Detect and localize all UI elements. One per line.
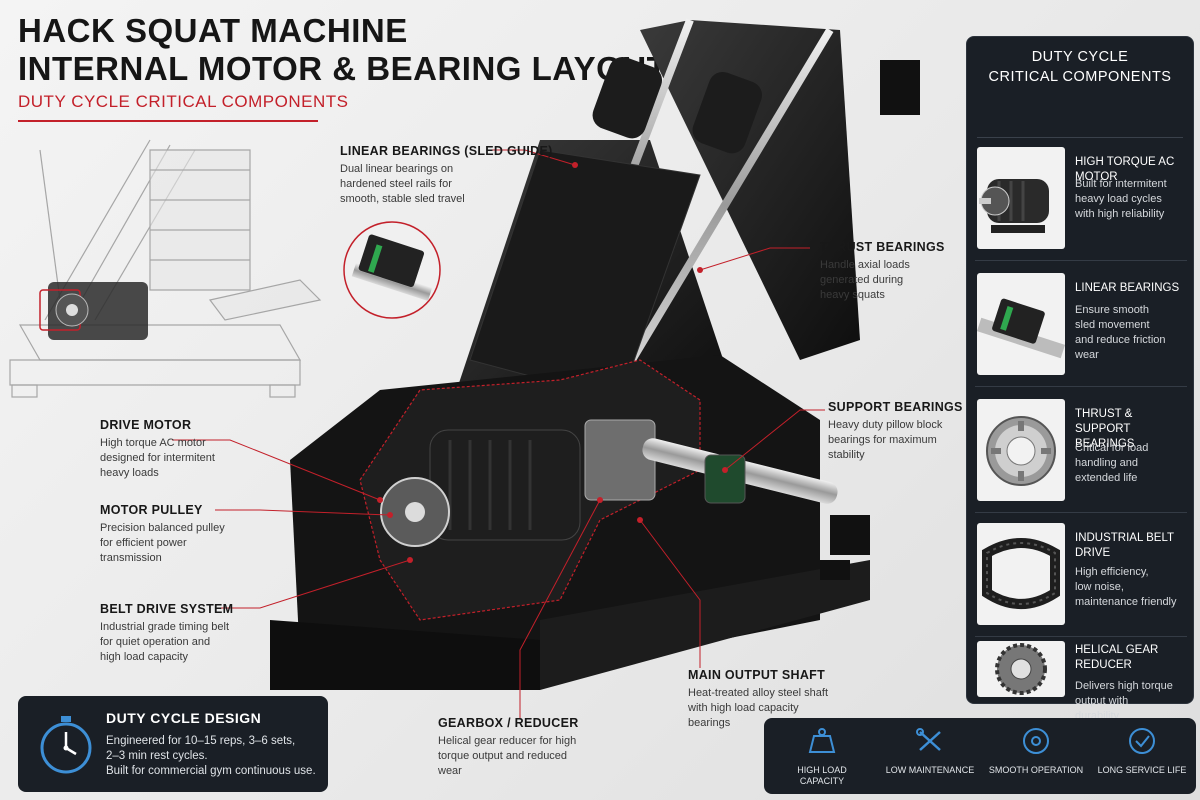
panel-title: DUTY CYCLE CRITICAL COMPONENTS bbox=[988, 49, 1172, 85]
duty-text: Engineered for 10–15 reps, 3–6 sets, 2–3… bbox=[106, 735, 316, 777]
card-title: HELICAL GEAR REDUCER bbox=[1075, 644, 1159, 671]
callout-drive-motor: DRIVE MOTOR High torque AC motor designe… bbox=[100, 418, 340, 481]
card-desc: High efficiency, low noise, maintenance … bbox=[1075, 566, 1177, 608]
card-desc: Critical for load handling and extended … bbox=[1075, 442, 1149, 484]
duty-title: DUTY CYCLE DESIGN bbox=[106, 710, 262, 726]
feature-label: HIGH LOAD CAPACITY bbox=[797, 765, 847, 786]
callout-title: THRUST BEARINGS bbox=[820, 240, 945, 254]
card-desc: Ensure smooth sled movement and reduce f… bbox=[1075, 304, 1166, 361]
component-card-belt-drive: INDUSTRIAL BELT DRIVE High efficiency, l… bbox=[975, 519, 1187, 637]
callout-desc: Precision balanced pulley for efficient … bbox=[100, 522, 225, 564]
smooth-icon bbox=[1023, 728, 1049, 754]
callout-support-bearings: SUPPORT BEARINGS Heavy duty pillow block… bbox=[828, 400, 963, 463]
callout-desc: High torque AC motor designed for interm… bbox=[100, 437, 215, 479]
callout-desc: Heat-treated alloy steel shaft with high… bbox=[688, 687, 829, 729]
callout-motor-pulley: MOTOR PULLEY Precision balanced pulley f… bbox=[100, 503, 340, 566]
callout-thrust-bearings: THRUST BEARINGS Handle axial loads gener… bbox=[820, 240, 960, 303]
page-subtitle: DUTY CYCLE CRITICAL COMPONENTS bbox=[18, 92, 349, 111]
feature-high-load: HIGH LOAD CAPACITY bbox=[772, 726, 872, 787]
callout-gearbox: GEARBOX / REDUCER Helical gear reducer f… bbox=[438, 716, 638, 779]
panel-divider bbox=[977, 137, 1183, 138]
callout-desc: Handle axial loads generated during heav… bbox=[820, 259, 910, 301]
subtitle-underline bbox=[18, 120, 318, 122]
wireframe-machine bbox=[9, 139, 322, 398]
weight-icon bbox=[808, 728, 836, 753]
title-line-2: INTERNAL MOTOR & BEARING LAYOUT bbox=[18, 50, 668, 87]
card-desc: Delivers high torque output with durabil… bbox=[1075, 680, 1173, 722]
card-title: THRUST & SUPPORT BEARINGS bbox=[1075, 408, 1135, 450]
feature-label: LOW MAINTENANCE bbox=[885, 765, 975, 775]
callout-title: DRIVE MOTOR bbox=[100, 418, 192, 432]
callout-title: MAIN OUTPUT SHAFT bbox=[688, 668, 826, 682]
duty-cycle-design-box: DUTY CYCLE DESIGN Engineered for 10–15 r… bbox=[18, 696, 328, 792]
wireframe-motor-highlight bbox=[39, 282, 148, 340]
gear-reducer-icon bbox=[977, 641, 1065, 697]
motor-icon bbox=[977, 147, 1065, 249]
card-title: INDUSTRIAL BELT DRIVE bbox=[1075, 532, 1175, 559]
card-desc: Built for intermitent heavy load cycles … bbox=[1075, 178, 1167, 220]
shield-icon bbox=[1129, 728, 1155, 754]
component-card-thrust-support: THRUST & SUPPORT BEARINGS Critical for l… bbox=[975, 395, 1187, 513]
callout-title: MOTOR PULLEY bbox=[100, 503, 203, 517]
card-title: HIGH TORQUE AC MOTOR bbox=[1075, 156, 1175, 183]
callout-belt-drive: BELT DRIVE SYSTEM Industrial grade timin… bbox=[100, 602, 340, 665]
roller-bearing-icon bbox=[977, 399, 1065, 501]
callout-title: SUPPORT BEARINGS bbox=[828, 400, 963, 414]
stopwatch-icon bbox=[40, 716, 92, 774]
callout-title: BELT DRIVE SYSTEM bbox=[100, 602, 234, 616]
callout-main-output-shaft: MAIN OUTPUT SHAFT Heat-treated alloy ste… bbox=[688, 668, 888, 731]
linear-bearing-icon bbox=[977, 273, 1065, 375]
title-line-1: HACK SQUAT MACHINE bbox=[18, 12, 408, 49]
component-card-linear-bearings: LINEAR BEARINGS Ensure smooth sled movem… bbox=[975, 269, 1187, 387]
card-title: LINEAR BEARINGS bbox=[1075, 282, 1180, 294]
main-machine bbox=[270, 18, 920, 690]
linear-bearing-detail bbox=[343, 221, 441, 319]
callout-title: GEARBOX / REDUCER bbox=[438, 716, 579, 730]
callout-desc: Heavy duty pillow block bearings for max… bbox=[828, 419, 943, 461]
page-title: HACK SQUAT MACHINE INTERNAL MOTOR & BEAR… bbox=[18, 12, 667, 88]
feature-label: SMOOTH OPERATION bbox=[988, 765, 1084, 775]
feature-smooth-operation: SMOOTH OPERATION bbox=[986, 726, 1086, 776]
feature-label: LONG SERVICE LIFE bbox=[1097, 765, 1187, 775]
feature-long-service-life: LONG SERVICE LIFE bbox=[1092, 726, 1192, 776]
callout-title: LINEAR BEARINGS (SLED GUIDE) bbox=[340, 144, 553, 158]
callout-linear-bearings: LINEAR BEARINGS (SLED GUIDE) Dual linear… bbox=[340, 144, 580, 207]
callout-desc: Dual linear bearings on hardened steel r… bbox=[340, 163, 465, 205]
callout-desc: Industrial grade timing belt for quiet o… bbox=[100, 621, 230, 663]
component-card-motor: HIGH TORQUE AC MOTOR Built for intermite… bbox=[975, 143, 1187, 261]
tools-icon bbox=[916, 728, 941, 751]
callout-desc: Helical gear reducer for high torque out… bbox=[438, 735, 577, 777]
feature-bar: HIGH LOAD CAPACITY LOW MAINTENANCE SMOOT… bbox=[764, 718, 1196, 794]
critical-components-panel: DUTY CYCLE CRITICAL COMPONENTS HIGH TORQ… bbox=[966, 36, 1194, 722]
belt-icon bbox=[977, 523, 1065, 625]
component-card-gear-reducer: HELICAL GEAR REDUCER Delivers high torqu… bbox=[975, 593, 1187, 722]
feature-low-maintenance: LOW MAINTENANCE bbox=[880, 726, 980, 776]
